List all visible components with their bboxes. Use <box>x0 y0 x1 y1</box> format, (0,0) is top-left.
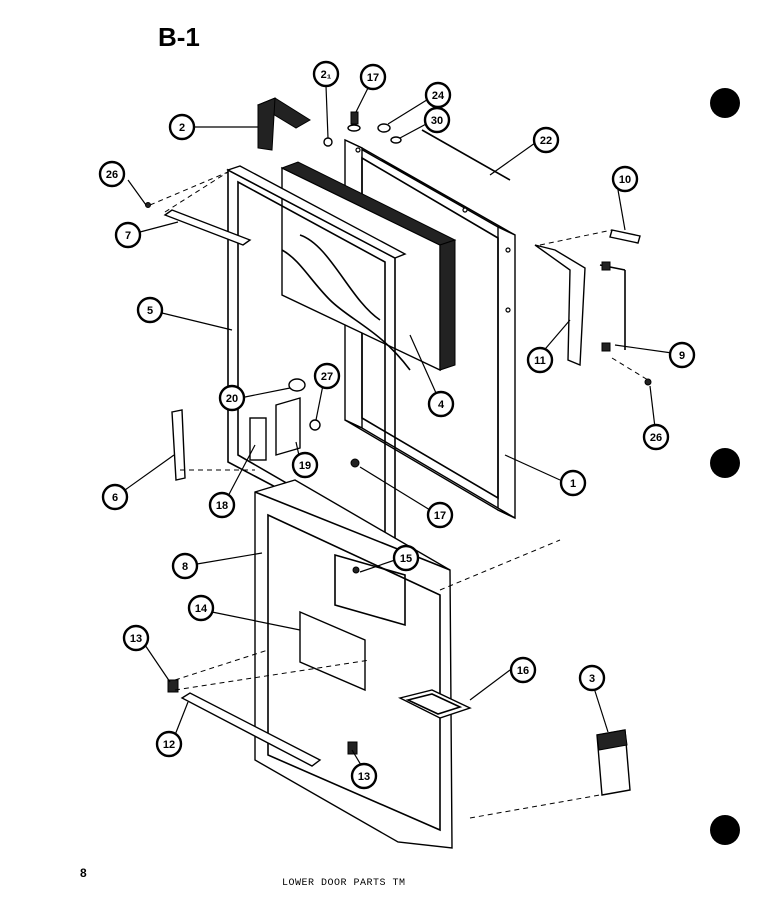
callout-21: 2₁ <box>312 60 340 88</box>
callout-19: 19 <box>291 451 319 479</box>
binder-hole-middle <box>710 448 740 478</box>
callout-11: 11 <box>526 346 554 374</box>
section-code: B-1 <box>158 22 200 52</box>
part-trim-strip <box>609 229 641 244</box>
svg-text:1: 1 <box>570 478 576 490</box>
callout-27: 27 <box>313 362 341 390</box>
callout-4: 4 <box>427 390 455 418</box>
svg-text:24: 24 <box>432 90 445 102</box>
callout-22: 22 <box>532 126 560 154</box>
part-washer <box>390 136 402 144</box>
callout-6: 6 <box>101 483 129 511</box>
page-number: 8 <box>80 866 87 880</box>
callout-26-right: 26 <box>642 423 670 451</box>
callout-8: 8 <box>171 552 199 580</box>
part-control-bracket <box>299 610 366 692</box>
svg-text:3: 3 <box>589 673 595 685</box>
part-plug <box>377 123 391 133</box>
part-handle <box>534 244 626 367</box>
part-screw-top <box>347 111 361 132</box>
callout-24: 24 <box>424 81 452 109</box>
svg-text:13: 13 <box>130 633 142 645</box>
svg-text:4: 4 <box>438 399 445 411</box>
part-clip-left <box>167 679 179 693</box>
callout-16: 16 <box>509 656 537 684</box>
diagram-caption: LOWER DOOR PARTS TM <box>282 878 406 889</box>
svg-text:9: 9 <box>679 350 685 362</box>
callout-26-left: 26 <box>98 160 126 188</box>
svg-text:22: 22 <box>540 135 552 147</box>
callout-1: 1 <box>559 469 587 497</box>
part-bottom-rail <box>180 692 322 767</box>
part-insulation-panel <box>280 161 457 372</box>
callout-13-lower: 13 <box>350 762 378 790</box>
callout-17-top: 17 <box>359 63 387 91</box>
part-screw-right <box>644 378 652 386</box>
callout-20: 20 <box>218 384 246 412</box>
callout-5: 5 <box>136 296 164 324</box>
svg-text:8: 8 <box>182 561 188 573</box>
binder-hole-bottom <box>710 815 740 845</box>
svg-text:16: 16 <box>517 665 529 677</box>
svg-text:19: 19 <box>299 460 311 472</box>
svg-text:2: 2 <box>179 122 185 134</box>
callout-14: 14 <box>187 594 215 622</box>
part-nut <box>323 137 333 147</box>
svg-text:2₁: 2₁ <box>321 69 332 81</box>
svg-text:26: 26 <box>106 169 118 181</box>
part-rod <box>421 129 511 181</box>
svg-text:7: 7 <box>125 230 131 242</box>
part-clip-lower <box>347 741 358 755</box>
part-screw-left <box>145 202 151 208</box>
part-cover <box>596 729 631 796</box>
part-side-strip <box>171 409 186 481</box>
svg-text:30: 30 <box>431 115 443 127</box>
svg-text:5: 5 <box>147 305 153 317</box>
svg-text:15: 15 <box>400 553 412 565</box>
alignment-lines <box>149 171 649 819</box>
callout-15: 15 <box>392 544 420 572</box>
svg-text:12: 12 <box>163 739 175 751</box>
callout-3: 3 <box>578 664 606 692</box>
svg-text:17: 17 <box>367 72 379 84</box>
svg-text:17: 17 <box>434 510 446 522</box>
svg-text:11: 11 <box>534 355 546 367</box>
svg-text:13: 13 <box>358 771 370 783</box>
svg-text:27: 27 <box>321 371 333 383</box>
callout-2: 2 <box>168 113 196 141</box>
callout-30: 30 <box>423 106 451 134</box>
callout-13-left: 13 <box>122 624 150 652</box>
svg-text:26: 26 <box>650 432 662 444</box>
svg-text:6: 6 <box>112 492 118 504</box>
part-clip <box>256 97 311 151</box>
callout-7: 7 <box>114 221 142 249</box>
svg-text:20: 20 <box>226 393 238 405</box>
svg-text:14: 14 <box>195 603 208 615</box>
callout-17-lower: 17 <box>426 501 454 529</box>
part-shelf <box>397 689 472 719</box>
callout-12: 12 <box>155 730 183 758</box>
svg-text:18: 18 <box>216 500 228 512</box>
part-latch-assembly <box>249 378 321 461</box>
leader-lines <box>124 83 673 771</box>
callout-10: 10 <box>611 165 639 193</box>
callout-9: 9 <box>668 341 696 369</box>
callout-18: 18 <box>208 491 236 519</box>
svg-text:10: 10 <box>619 174 631 186</box>
part-top-strip <box>163 209 252 246</box>
binder-hole-top <box>710 88 740 118</box>
part-screw-lower <box>350 458 360 468</box>
